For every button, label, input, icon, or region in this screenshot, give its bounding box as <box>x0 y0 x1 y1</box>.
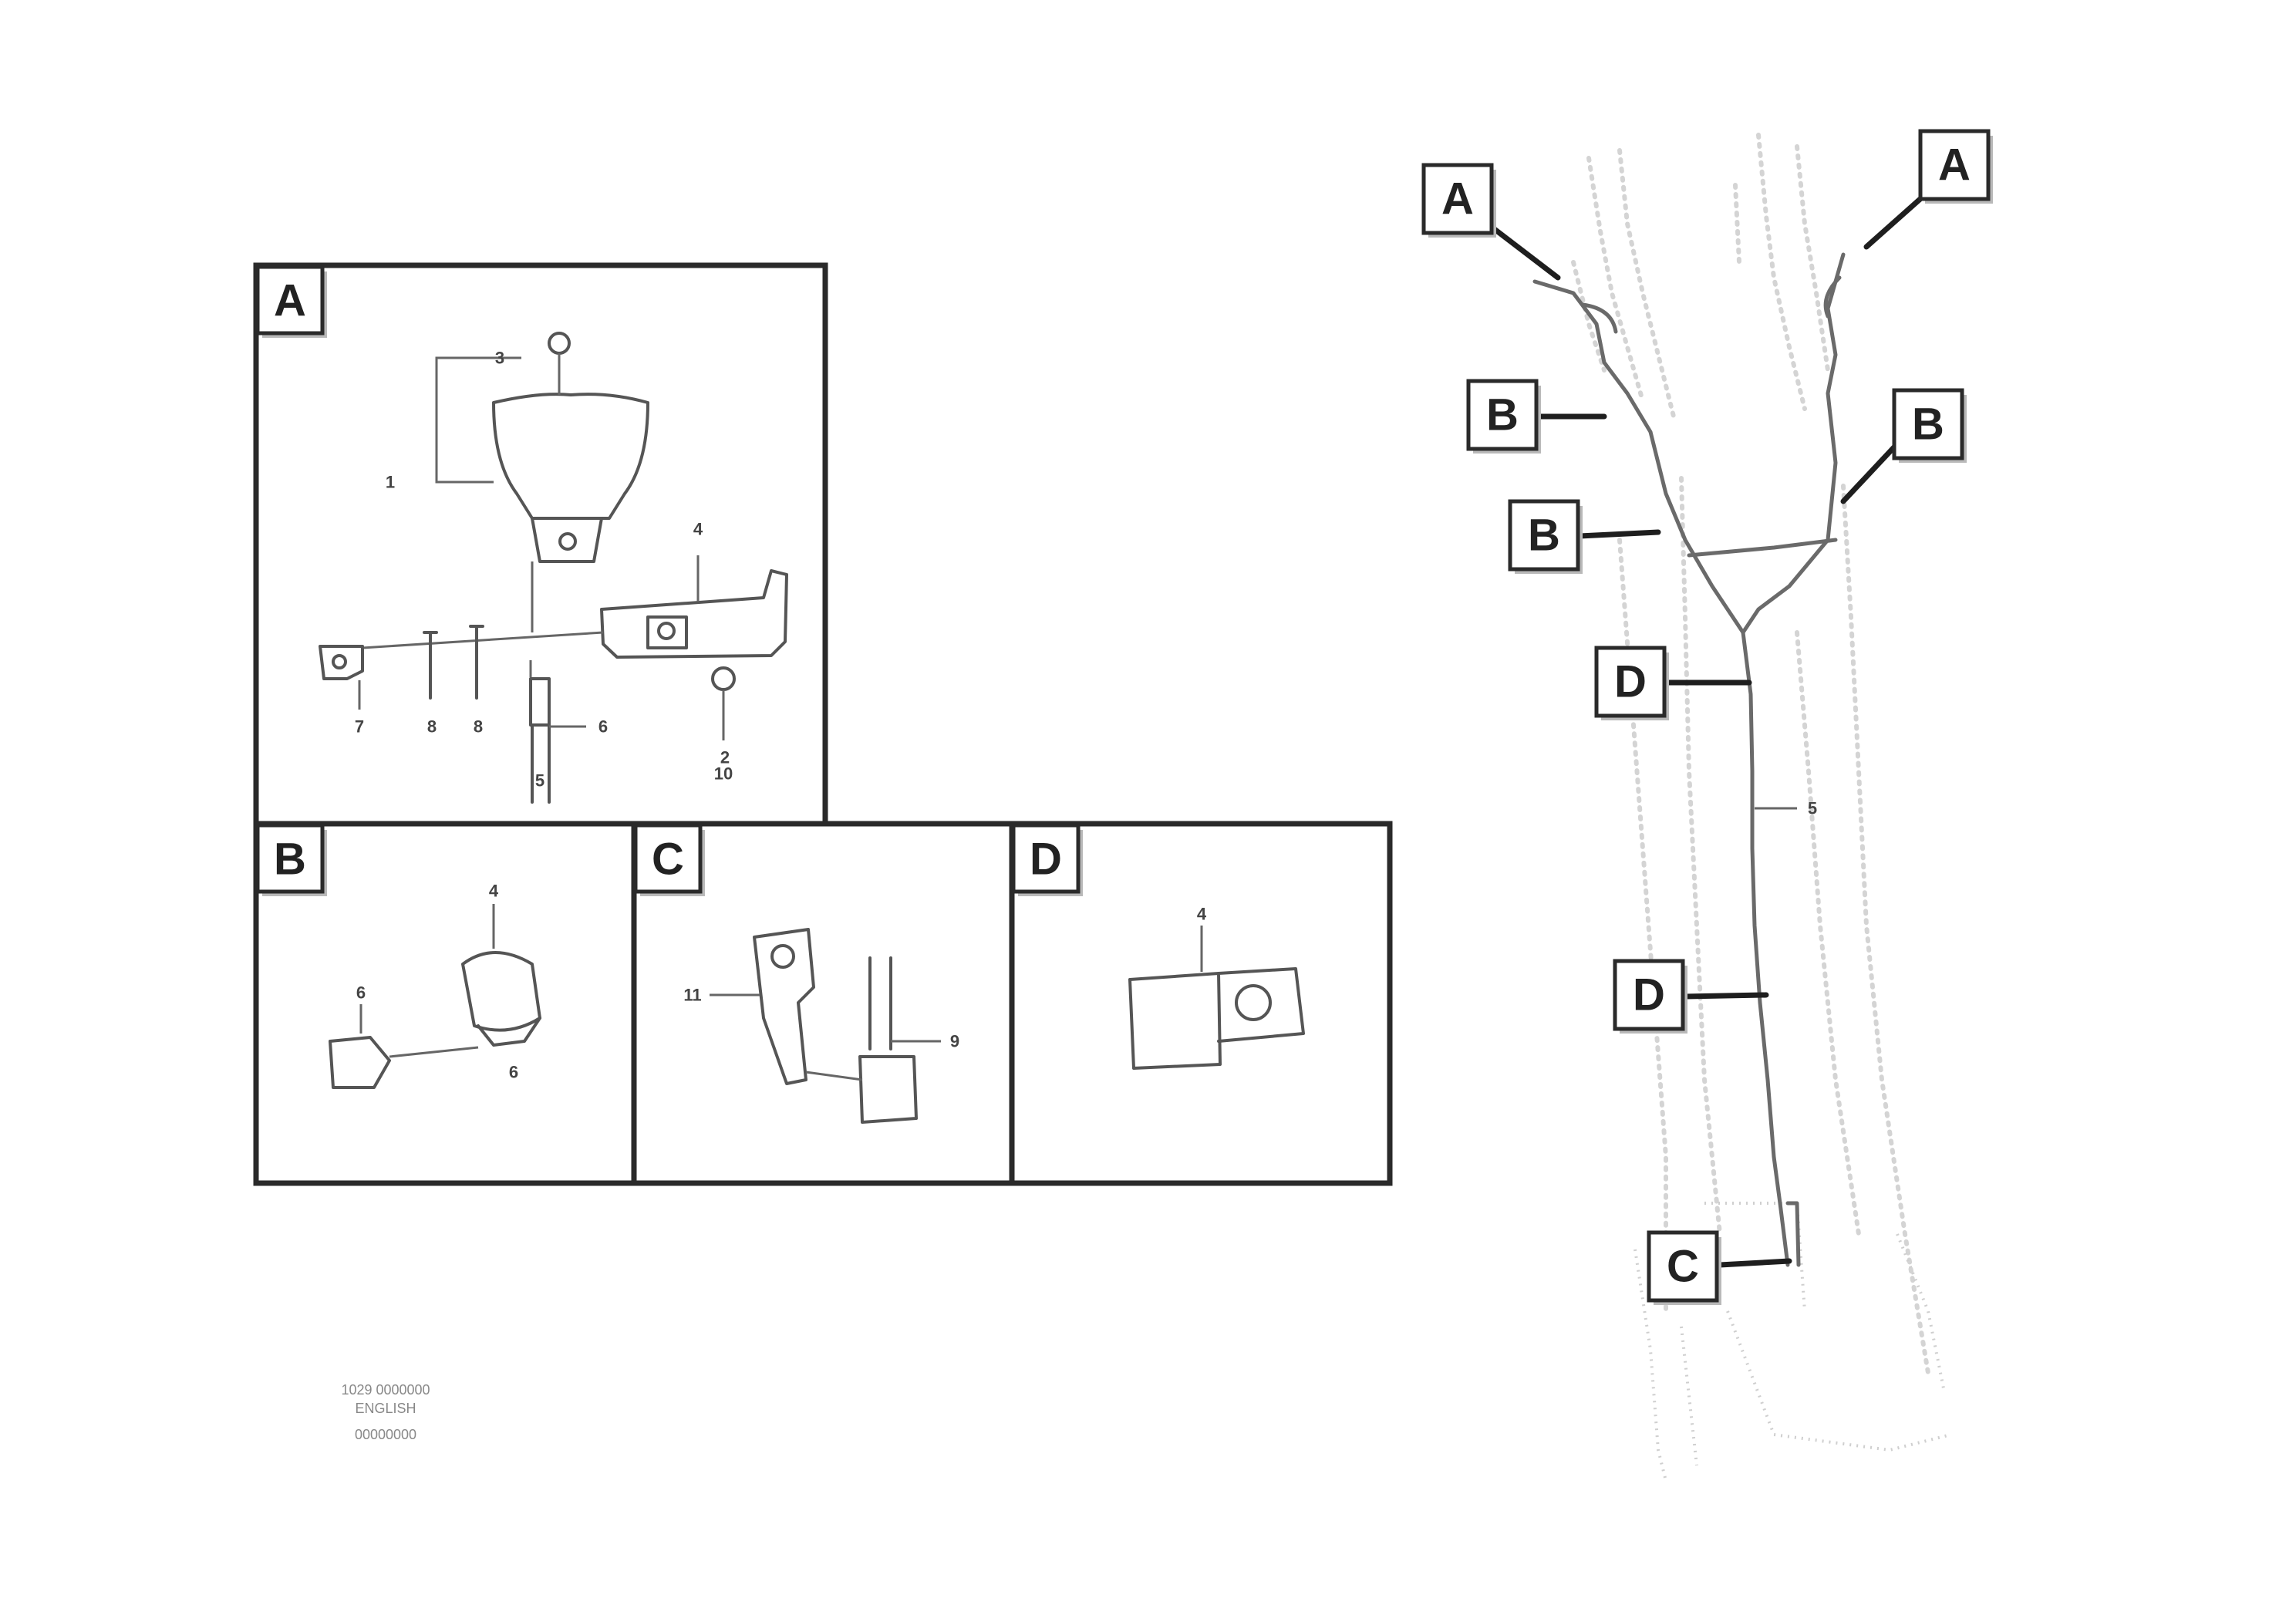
panel-a-number-2: 2 <box>720 748 730 767</box>
callout-tag-b-mid: B <box>1508 499 1583 574</box>
callout-d-lower-label: D <box>1633 970 1665 1020</box>
panel-b-number-4: 4 <box>489 882 499 901</box>
callout-b-mid-label: B <box>1528 511 1560 561</box>
panel-d-label: D <box>1030 835 1062 885</box>
callout-a-left-label: A <box>1441 174 1474 224</box>
detail-panel-c: C 11 9 <box>631 821 1015 1186</box>
panel-d-label-tag: D <box>1011 823 1083 896</box>
panel-d-number-4: 4 <box>1197 905 1207 924</box>
panel-c-label: C <box>652 835 684 885</box>
panel-a-number-8a: 8 <box>427 717 437 737</box>
callout-d-upper-label: D <box>1614 657 1647 707</box>
machine-number-5: 5 <box>1808 799 1817 818</box>
callout-a-right-label: A <box>1938 140 1971 191</box>
callout-b-right-leader <box>1840 437 1904 504</box>
panel-a-frame <box>253 262 828 827</box>
callout-c-leader <box>1717 1258 1792 1268</box>
callout-tag-d-upper: D <box>1594 646 1669 720</box>
panel-c-number-9: 9 <box>950 1032 959 1051</box>
panel-a-number-10: 10 <box>714 764 733 784</box>
drawing-reference: 1029 0000000 ENGLISH 00000000 <box>341 1382 430 1442</box>
callout-a-left-leader <box>1489 224 1561 281</box>
panel-a-label: A <box>274 276 306 326</box>
callout-tag-b-left: B <box>1466 379 1541 454</box>
callout-c-label: C <box>1667 1242 1699 1292</box>
detail-panel-a: A 3 1 4 2 7 8 8 6 5 <box>253 262 828 827</box>
panel-a-number-5: 5 <box>535 771 544 791</box>
callout-tag-d-lower: D <box>1613 959 1687 1034</box>
callout-d-lower-leader <box>1682 992 1769 1000</box>
panel-b-number-6a: 6 <box>356 983 366 1003</box>
reference-line-1: 1029 0000000 <box>341 1382 430 1398</box>
panel-a-number-4: 4 <box>693 520 703 539</box>
panel-b-number-6b: 6 <box>509 1063 518 1082</box>
reference-line-3: 00000000 <box>355 1427 416 1442</box>
detail-panel-d: D 4 <box>1009 821 1393 1186</box>
panel-b-label: B <box>274 835 306 885</box>
reference-line-2: ENGLISH <box>355 1401 416 1416</box>
callout-b-mid-leader <box>1576 529 1661 539</box>
callout-b-left-label: B <box>1486 390 1519 440</box>
panel-c-label-tag: C <box>633 823 705 896</box>
callout-tag-b-right: B <box>1892 388 1967 463</box>
machine-outline: 5 <box>1489 133 1952 1482</box>
callout-b-right-label: B <box>1912 400 1944 450</box>
panel-a-number-1: 1 <box>386 473 395 492</box>
panel-b-label-tag: B <box>255 823 327 896</box>
panel-a-label-tag: A <box>255 265 327 338</box>
callout-tag-a-right: A <box>1918 129 1993 204</box>
panel-a-number-6: 6 <box>598 717 608 737</box>
callout-tag-c: C <box>1647 1230 1721 1305</box>
detail-panel-b: B 4 6 6 <box>253 821 637 1186</box>
panel-c-number-11: 11 <box>683 986 701 1005</box>
callout-tag-a-left: A <box>1421 163 1496 238</box>
panel-a-number-7: 7 <box>355 717 364 737</box>
panel-a-number-8b: 8 <box>474 717 483 737</box>
panel-a-number-3: 3 <box>495 349 504 368</box>
